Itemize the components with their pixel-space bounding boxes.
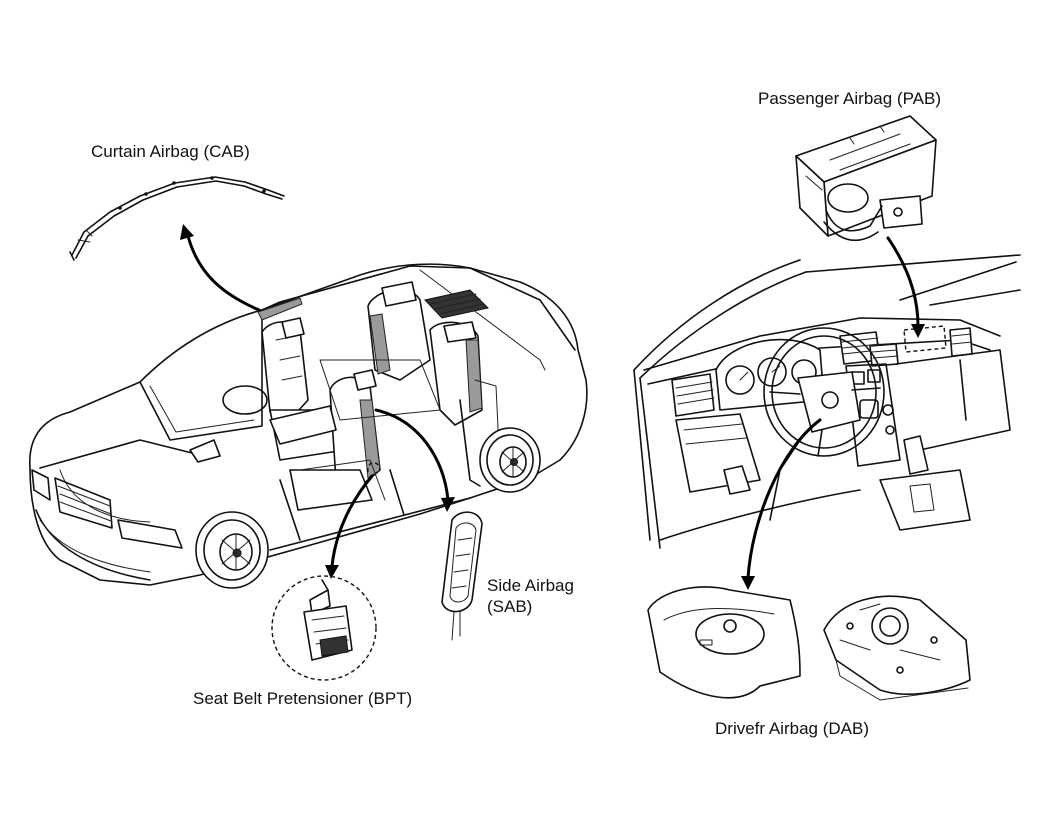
gear-shifter xyxy=(879,435,971,531)
side-airbag-arrow xyxy=(374,408,455,512)
car-illustration xyxy=(29,263,588,589)
left-air-vent xyxy=(671,373,715,417)
side-airbag-label-line2: (SAB) xyxy=(487,597,533,616)
front-seat-passenger xyxy=(289,369,381,511)
curtain-airbag-label: Curtain Airbag (CAB) xyxy=(91,142,250,161)
rear-window-defrost xyxy=(424,289,490,319)
seat-belt-pretensioner-illustration xyxy=(271,575,377,681)
side-airbag-label: Side Airbag (SAB) xyxy=(487,575,574,617)
passenger-airbag-label: Passenger Airbag (PAB) xyxy=(758,89,941,108)
side-airbag-label-line1: Side Airbag xyxy=(487,576,574,595)
front-wheel xyxy=(195,511,269,589)
rear-seat xyxy=(319,281,483,426)
driver-airbag-arrow xyxy=(741,418,822,590)
passenger-airbag-arrow xyxy=(886,236,925,338)
dashboard-illustration xyxy=(633,254,1021,549)
side-airbag-illustration xyxy=(441,511,483,641)
passenger-airbag-illustration xyxy=(795,115,937,241)
seat-belt-pretensioner-label: Seat Belt Pretensioner (BPT) xyxy=(193,689,413,708)
rear-wheel xyxy=(479,427,541,493)
driver-airbag-cover-illustration xyxy=(647,586,801,699)
curtain-airbag-arrow xyxy=(180,224,270,316)
driver-airbag-module-illustration xyxy=(823,595,971,701)
instrument-cluster xyxy=(715,338,825,411)
curtain-airbag-illustration xyxy=(69,176,285,261)
seat-belt-pretensioner-arrow xyxy=(325,462,381,579)
driver-airbag-label: Drivefr Airbag (DAB) xyxy=(715,719,869,738)
